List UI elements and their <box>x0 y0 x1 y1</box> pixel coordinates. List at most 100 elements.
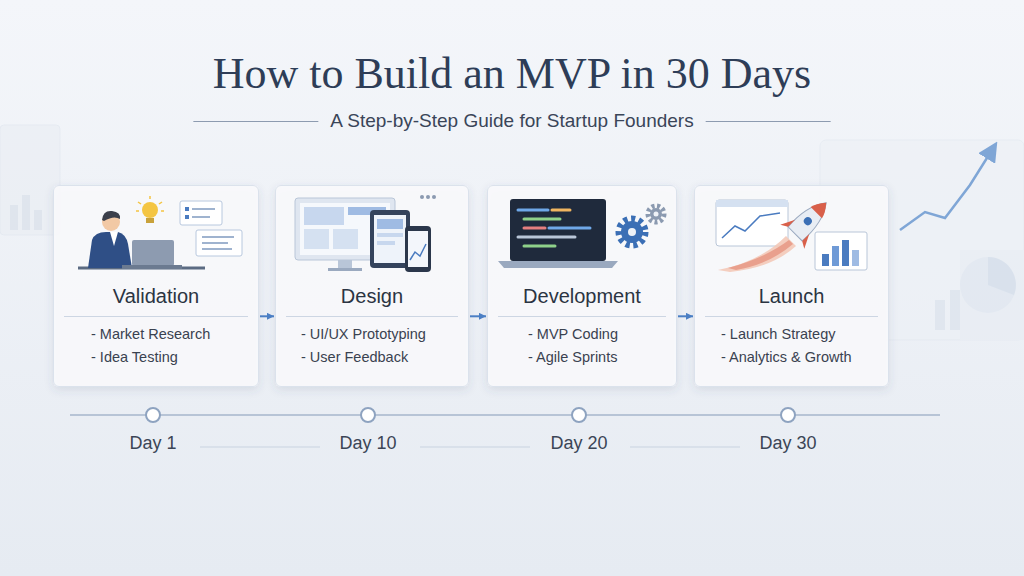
bullet-list: - Market Research- Idea Testing <box>64 323 248 369</box>
launch-illustration <box>718 236 796 272</box>
design-illustration <box>377 233 403 237</box>
launch-illustration <box>852 250 859 266</box>
design-illustration <box>420 195 424 199</box>
validation-illustration <box>192 208 215 210</box>
design-illustration <box>405 226 431 272</box>
validation-illustration <box>161 210 164 212</box>
card-panels <box>53 185 889 387</box>
design-illustration <box>374 215 406 263</box>
card-divider <box>498 316 666 317</box>
card-panels <box>275 185 469 387</box>
bullet-item: - UI/UX Prototyping <box>301 323 426 346</box>
design-illustration <box>333 229 358 249</box>
background-charts <box>988 257 1016 295</box>
timeline <box>781 408 795 422</box>
bullet-list: - Launch Strategy- Analytics & Growth <box>705 323 878 369</box>
design-illustration <box>295 195 436 272</box>
timeline <box>200 447 320 448</box>
timeline-label: Day 10 <box>339 433 396 454</box>
validation-illustration <box>192 216 210 218</box>
card-panels <box>694 185 889 387</box>
subtitle-rules <box>706 121 831 122</box>
development-illustration <box>552 209 570 212</box>
phase-card: Validation- Market Research- Idea Testin… <box>53 185 259 387</box>
timeline <box>70 414 940 416</box>
design-illustration <box>377 219 403 229</box>
card-divider <box>286 316 458 317</box>
development-illustration <box>648 206 664 222</box>
launch-illustration <box>716 200 788 246</box>
subtitle: A Step-by-Step Guide for Startup Founder… <box>330 110 693 131</box>
validation-illustration <box>149 196 151 199</box>
launch-illustration <box>842 240 849 266</box>
card-panels <box>53 185 259 387</box>
phase-card: Design - UI/UX Prototyping- User Feedback <box>275 185 469 387</box>
validation-illustration <box>142 202 158 218</box>
validation-illustration <box>185 215 189 219</box>
phase-heading: Development <box>523 284 641 308</box>
validation-illustration <box>102 211 120 221</box>
launch-illustration <box>811 197 832 218</box>
launch-illustration <box>799 234 814 249</box>
page-title: How to Build an MVP in 30 Days <box>0 48 1024 99</box>
validation-illustration <box>146 218 154 223</box>
card-divider <box>705 316 878 317</box>
phase-heading: Design <box>341 284 403 308</box>
bullet-item: - User Feedback <box>301 346 408 369</box>
launch-illustration <box>802 216 813 227</box>
card-divider <box>64 316 248 317</box>
development-illustration <box>628 228 636 236</box>
bullet-list: - UI/UX Prototyping- User Feedback <box>286 323 458 369</box>
validation-illustration <box>138 202 141 204</box>
development-illustration <box>518 209 548 212</box>
background-charts <box>960 250 1024 340</box>
validation-illustration <box>185 207 189 211</box>
bullet-item: - Market Research <box>91 323 210 346</box>
background-charts <box>34 210 42 230</box>
background-charts <box>10 205 18 230</box>
development-illustration <box>650 208 662 220</box>
growth-arrow <box>900 150 992 230</box>
launch-illustration <box>815 232 867 270</box>
timeline-label: Day 20 <box>550 433 607 454</box>
validation-illustration <box>122 265 182 269</box>
design-illustration <box>328 268 362 271</box>
validation-illustration <box>202 236 234 238</box>
validation-illustration <box>180 201 222 225</box>
design-illustration <box>304 207 344 225</box>
background-charts <box>0 125 60 235</box>
bullet-item: - Launch Strategy <box>721 323 835 346</box>
design-illustration <box>432 195 436 199</box>
background-charts <box>935 300 945 330</box>
phase-card: Launch- Launch Strategy- Analytics & Gro… <box>694 185 889 387</box>
development-illustration <box>518 210 590 246</box>
design-illustration <box>410 244 426 260</box>
background-charts <box>22 195 30 230</box>
development-illustration <box>654 212 659 217</box>
card-panels <box>487 185 677 387</box>
validation-illustration <box>136 210 139 212</box>
launch-illustration <box>822 254 829 266</box>
design-illustration <box>338 260 352 268</box>
development-illustration <box>549 227 590 230</box>
background-charts <box>960 257 1016 313</box>
timeline <box>146 408 160 422</box>
development-illustration <box>510 199 606 261</box>
validation-illustration <box>159 202 162 204</box>
launch-illustration <box>716 191 867 272</box>
validation-illustration <box>202 248 232 250</box>
validation-illustration <box>136 196 164 211</box>
validation-illustration <box>132 240 174 266</box>
timeline <box>420 447 530 448</box>
subtitle-row: A Step-by-Step Guide for Startup Founder… <box>0 110 1024 132</box>
launch-illustration <box>716 200 788 207</box>
flow-arrow <box>470 315 486 317</box>
development-illustration <box>498 261 618 268</box>
bullet-item: - Analytics & Growth <box>721 346 852 369</box>
validation-illustration <box>202 242 228 244</box>
timeline-label: Day 1 <box>129 433 176 454</box>
timeline <box>572 408 586 422</box>
validation-illustration <box>88 232 132 268</box>
